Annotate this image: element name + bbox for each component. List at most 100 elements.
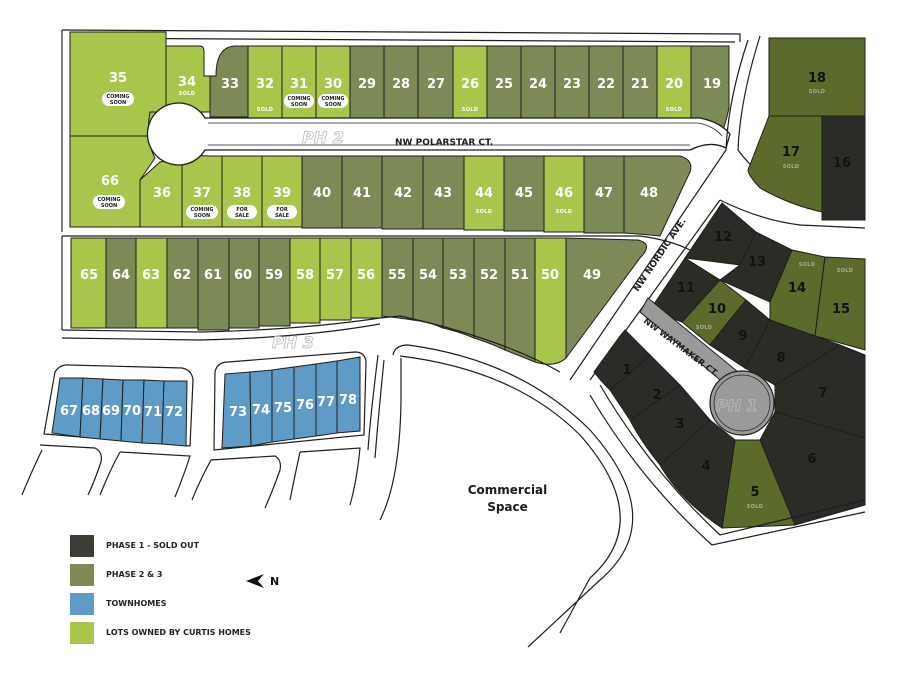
svg-text:SOON: SOON xyxy=(194,213,210,219)
lot-32[interactable] xyxy=(247,45,283,119)
lot-62-number: 62 xyxy=(173,268,191,283)
svg-text:COMING: COMING xyxy=(97,197,120,203)
lot-64[interactable] xyxy=(105,237,137,329)
lot-51[interactable] xyxy=(504,237,536,363)
commercial-label-line1: Commercial xyxy=(467,483,548,497)
lot-57[interactable] xyxy=(319,237,352,321)
lot-37-coming-soon-badge: COMING SOON xyxy=(186,205,218,219)
lot-46[interactable] xyxy=(543,155,585,233)
legend-item-townhomes: TOWNHOMES xyxy=(70,589,251,618)
lot-16-number: 16 xyxy=(833,156,851,171)
north-label: N xyxy=(270,574,280,588)
legend-swatch-curtis xyxy=(70,621,94,644)
waymaker-cul-de-sac xyxy=(709,370,775,436)
lot-48[interactable] xyxy=(623,155,692,237)
svg-text:COMING: COMING xyxy=(190,207,213,213)
lot-33[interactable] xyxy=(209,45,249,118)
legend-label-phase23: PHASE 2 & 3 xyxy=(106,570,163,579)
lot-3[interactable] xyxy=(629,384,711,466)
lot-17[interactable] xyxy=(747,115,823,213)
lot-44-number: 44 xyxy=(475,186,493,201)
lot-26[interactable] xyxy=(452,45,488,120)
svg-text:FOR: FOR xyxy=(276,207,288,213)
lot-4-number: 4 xyxy=(701,459,710,474)
lot-22-number: 22 xyxy=(597,77,615,92)
lot-68-number: 68 xyxy=(82,404,100,419)
lot-53[interactable] xyxy=(442,237,475,339)
lot-24[interactable] xyxy=(520,45,556,121)
road-edge xyxy=(289,451,301,501)
lot-44[interactable] xyxy=(463,155,505,231)
lot-62[interactable] xyxy=(166,237,199,329)
lot-50[interactable] xyxy=(534,237,567,365)
lot-40[interactable] xyxy=(301,155,343,229)
lot-40-number: 40 xyxy=(313,186,331,201)
lot-60[interactable] xyxy=(228,237,260,329)
lot-23[interactable] xyxy=(554,45,590,121)
lot-42[interactable] xyxy=(381,155,424,230)
lot-48-number: 48 xyxy=(640,186,658,201)
lot-52[interactable] xyxy=(473,237,506,351)
svg-text:COMING: COMING xyxy=(106,94,129,100)
lot-21[interactable] xyxy=(622,45,658,122)
lot-65[interactable] xyxy=(70,237,107,329)
lot-45[interactable] xyxy=(503,155,545,232)
lot-45-number: 45 xyxy=(515,186,533,201)
svg-text:FOR: FOR xyxy=(236,207,248,213)
lot-36-number: 36 xyxy=(153,186,171,201)
phase-label-ph3: PH 3 xyxy=(272,333,314,352)
lot-18[interactable] xyxy=(768,37,866,117)
lot-61-number: 61 xyxy=(204,268,222,283)
lot-63[interactable] xyxy=(135,237,168,329)
lot-59-number: 59 xyxy=(265,268,283,283)
lot-10-number: 10 xyxy=(708,302,726,317)
lot-6[interactable] xyxy=(759,411,866,526)
svg-text:COMING: COMING xyxy=(287,96,310,102)
lot-15[interactable] xyxy=(814,256,866,351)
lot-labels: 35 34 SOLD 33 32 SOLD 31 30 29 28 27 26 … xyxy=(60,71,853,510)
lot-33-number: 33 xyxy=(221,77,239,92)
lot-1[interactable] xyxy=(593,329,651,391)
lot-61[interactable] xyxy=(197,237,230,331)
lot-67-number: 67 xyxy=(60,404,78,419)
lot-7-number: 7 xyxy=(818,386,827,401)
lot-2[interactable] xyxy=(609,354,681,421)
lot-29[interactable] xyxy=(349,45,385,119)
lot-78[interactable] xyxy=(336,356,361,434)
lot-41[interactable] xyxy=(341,155,383,229)
commercial-space-label: Commercial Space xyxy=(450,482,565,516)
lot-25-number: 25 xyxy=(495,77,513,92)
lot-20-status: SOLD xyxy=(666,107,682,113)
lot-12-number: 12 xyxy=(714,230,732,245)
lot-16[interactable] xyxy=(821,115,866,221)
lot-30-coming-soon-badge: COMING SOON xyxy=(318,94,348,108)
legend-swatch-phase23 xyxy=(70,563,94,586)
lot-72[interactable] xyxy=(161,380,188,447)
lot-25[interactable] xyxy=(486,45,522,120)
lot-27-number: 27 xyxy=(427,77,445,92)
lot-20-number: 20 xyxy=(665,77,683,92)
legend-label-townhomes: TOWNHOMES xyxy=(106,599,167,608)
lot-4[interactable] xyxy=(659,419,736,529)
lot-41-number: 41 xyxy=(353,186,371,201)
road-edge xyxy=(299,447,361,506)
lot-58-number: 58 xyxy=(296,268,314,283)
lot-26-status: SOLD xyxy=(462,107,478,113)
lot-49[interactable] xyxy=(565,237,647,360)
lot-65-number: 65 xyxy=(80,268,98,283)
lot-13[interactable] xyxy=(719,231,793,303)
lot-47[interactable] xyxy=(583,155,625,234)
lot-3-number: 3 xyxy=(675,417,684,432)
lot-24-number: 24 xyxy=(529,77,547,92)
lot-30-number: 30 xyxy=(324,77,342,92)
lot-54[interactable] xyxy=(412,237,444,329)
lot-39-number: 39 xyxy=(273,186,291,201)
phase1-top-right xyxy=(747,37,866,221)
lot-46-number: 46 xyxy=(555,186,573,201)
lot-44-status: SOLD xyxy=(476,209,492,215)
lot-58[interactable] xyxy=(289,237,321,324)
lot-34-status: SOLD xyxy=(179,91,195,97)
lot-54-number: 54 xyxy=(419,268,437,283)
lot-56[interactable] xyxy=(350,237,383,319)
lot-56-number: 56 xyxy=(357,268,375,283)
